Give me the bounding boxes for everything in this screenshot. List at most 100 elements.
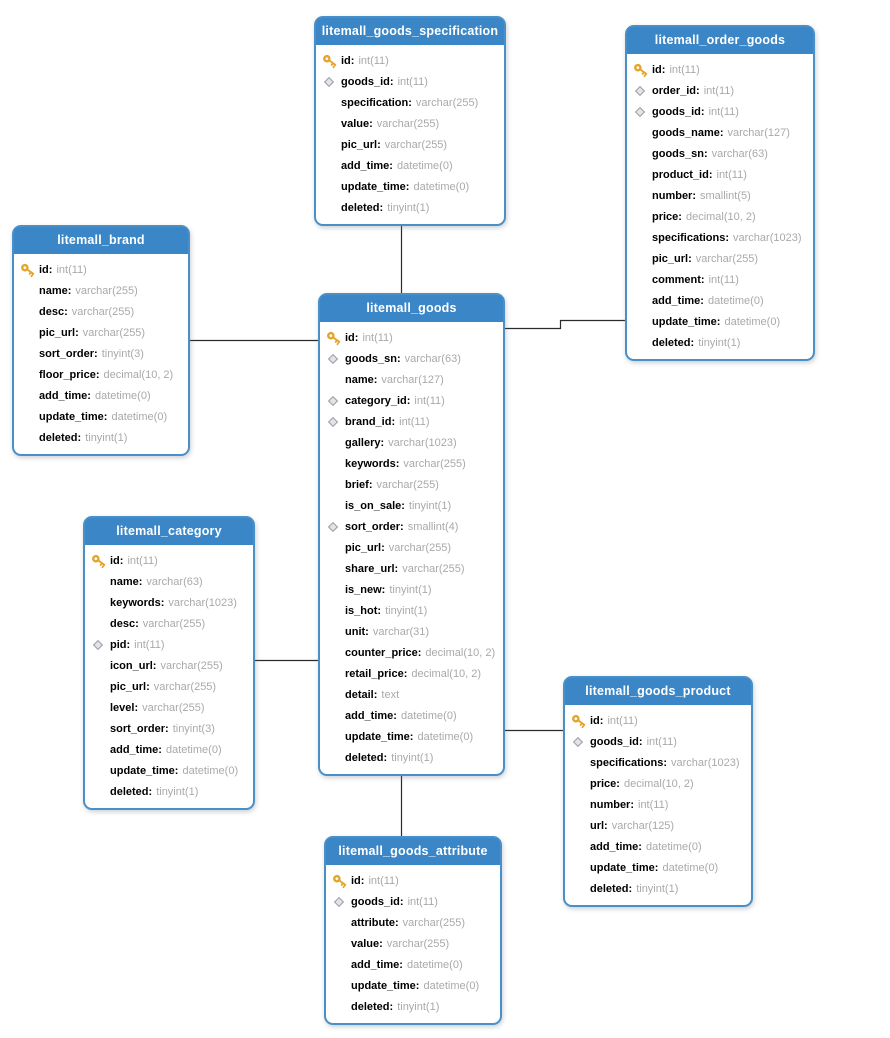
column-type: varchar(255) xyxy=(142,701,205,714)
table-row: update_time:datetime(0) xyxy=(91,760,247,781)
column-name: name: xyxy=(39,284,72,297)
column-type: datetime(0) xyxy=(662,861,719,874)
table-row: name:varchar(127) xyxy=(326,369,497,390)
table-row: keywords:varchar(255) xyxy=(326,453,497,474)
table-title: litemall_goods_attribute xyxy=(326,838,500,866)
column-type: decimal(10, 2) xyxy=(103,368,174,381)
table-columns: id:int(11)goods_sn:varchar(63)name:varch… xyxy=(320,323,503,774)
column-name: name: xyxy=(110,575,143,588)
table-row: pic_url:varchar(255) xyxy=(322,134,498,155)
column-name: update_time: xyxy=(110,764,179,777)
table-row: floor_price:decimal(10, 2) xyxy=(20,364,182,385)
foreign-key-icon-slot xyxy=(332,895,351,909)
column-type: int(11) xyxy=(56,263,87,276)
column-type: tinyint(1) xyxy=(391,751,434,764)
column-name: desc: xyxy=(110,617,139,630)
foreign-key-icon-slot xyxy=(326,394,345,408)
column-name: pid: xyxy=(110,638,131,651)
column-name: goods_id: xyxy=(590,735,643,748)
column-name: retail_price: xyxy=(345,667,408,680)
table-row: id:int(11) xyxy=(571,710,745,731)
column-type: datetime(0) xyxy=(413,180,470,193)
column-name: id: xyxy=(345,331,359,344)
table-row: update_time:datetime(0) xyxy=(633,311,807,332)
table-title: litemall_goods_product xyxy=(565,678,751,706)
table-row: add_time:datetime(0) xyxy=(20,385,182,406)
foreign-key-icon-slot xyxy=(633,84,652,98)
table-row: goods_id:int(11) xyxy=(571,731,745,752)
table-row: unit:varchar(31) xyxy=(326,621,497,642)
column-name: is_hot: xyxy=(345,604,382,617)
table-row: sort_order:tinyint(3) xyxy=(20,343,182,364)
table-row: goods_id:int(11) xyxy=(633,101,807,122)
column-name: brief: xyxy=(345,478,373,491)
table-row: sort_order:tinyint(3) xyxy=(91,718,247,739)
column-name: deleted: xyxy=(345,751,388,764)
table-row: brand_id:int(11) xyxy=(326,411,497,432)
table-row: deleted:tinyint(1) xyxy=(322,197,498,218)
table-columns: id:int(11)goods_id:int(11)attribute:varc… xyxy=(326,866,500,1023)
column-name: update_time: xyxy=(345,730,414,743)
column-type: varchar(255) xyxy=(376,117,440,130)
table-row: order_id:int(11) xyxy=(633,80,807,101)
table-columns: id:int(11)goods_id:int(11)specifications… xyxy=(565,706,751,905)
table-row: deleted:tinyint(1) xyxy=(91,781,247,802)
column-type: varchar(255) xyxy=(695,252,759,265)
column-name: brand_id: xyxy=(345,415,396,428)
column-type: varchar(127) xyxy=(727,126,790,139)
foreign-key-icon-slot xyxy=(91,638,110,652)
column-name: keywords: xyxy=(110,596,165,609)
foreign-key-icon-slot xyxy=(633,105,652,119)
column-name: share_url: xyxy=(345,562,399,575)
foreign-key-icon xyxy=(92,639,104,650)
column-name: update_time: xyxy=(351,979,420,992)
column-name: add_time: xyxy=(652,294,704,307)
table-row: deleted:tinyint(1) xyxy=(20,427,182,448)
foreign-key-icon xyxy=(327,395,339,406)
column-type: varchar(1023) xyxy=(168,596,237,609)
foreign-key-icon xyxy=(634,106,646,117)
column-name: category_id: xyxy=(345,394,411,407)
table-row: specification:varchar(255) xyxy=(322,92,498,113)
table-row: deleted:tinyint(1) xyxy=(326,747,497,768)
column-name: update_time: xyxy=(652,315,721,328)
table-row: value:varchar(255) xyxy=(332,933,494,954)
column-type: datetime(0) xyxy=(645,840,702,853)
column-type: datetime(0) xyxy=(406,958,463,971)
column-name: number: xyxy=(652,189,696,202)
column-type: tinyint(1) xyxy=(156,785,199,798)
column-type: int(11) xyxy=(358,54,389,67)
foreign-key-icon xyxy=(572,736,584,747)
column-type: smallint(5) xyxy=(700,189,751,202)
column-name: pic_url: xyxy=(652,252,692,265)
table-row: gallery:varchar(1023) xyxy=(326,432,497,453)
table-row: attribute:varchar(255) xyxy=(332,912,494,933)
connector-goods-order_goods[interactable] xyxy=(505,319,625,330)
primary-key-icon-slot xyxy=(91,553,110,569)
table-row: add_time:datetime(0) xyxy=(326,705,497,726)
column-name: detail: xyxy=(345,688,378,701)
primary-key-icon xyxy=(327,331,341,345)
column-name: pic_url: xyxy=(110,680,150,693)
table-row: desc:varchar(255) xyxy=(91,613,247,634)
column-type: int(11) xyxy=(703,84,735,97)
table-row: add_time:datetime(0) xyxy=(91,739,247,760)
column-type: varchar(255) xyxy=(402,562,465,575)
column-type: varchar(1023) xyxy=(388,436,457,449)
column-type: int(11) xyxy=(638,798,669,811)
column-name: level: xyxy=(110,701,139,714)
column-type: tinyint(1) xyxy=(408,499,452,512)
column-type: decimal(10, 2) xyxy=(623,777,694,790)
table-row: comment:int(11) xyxy=(633,269,807,290)
table-row: specifications:varchar(1023) xyxy=(633,227,807,248)
primary-key-icon-slot xyxy=(326,330,345,346)
column-name: goods_sn: xyxy=(652,147,708,160)
